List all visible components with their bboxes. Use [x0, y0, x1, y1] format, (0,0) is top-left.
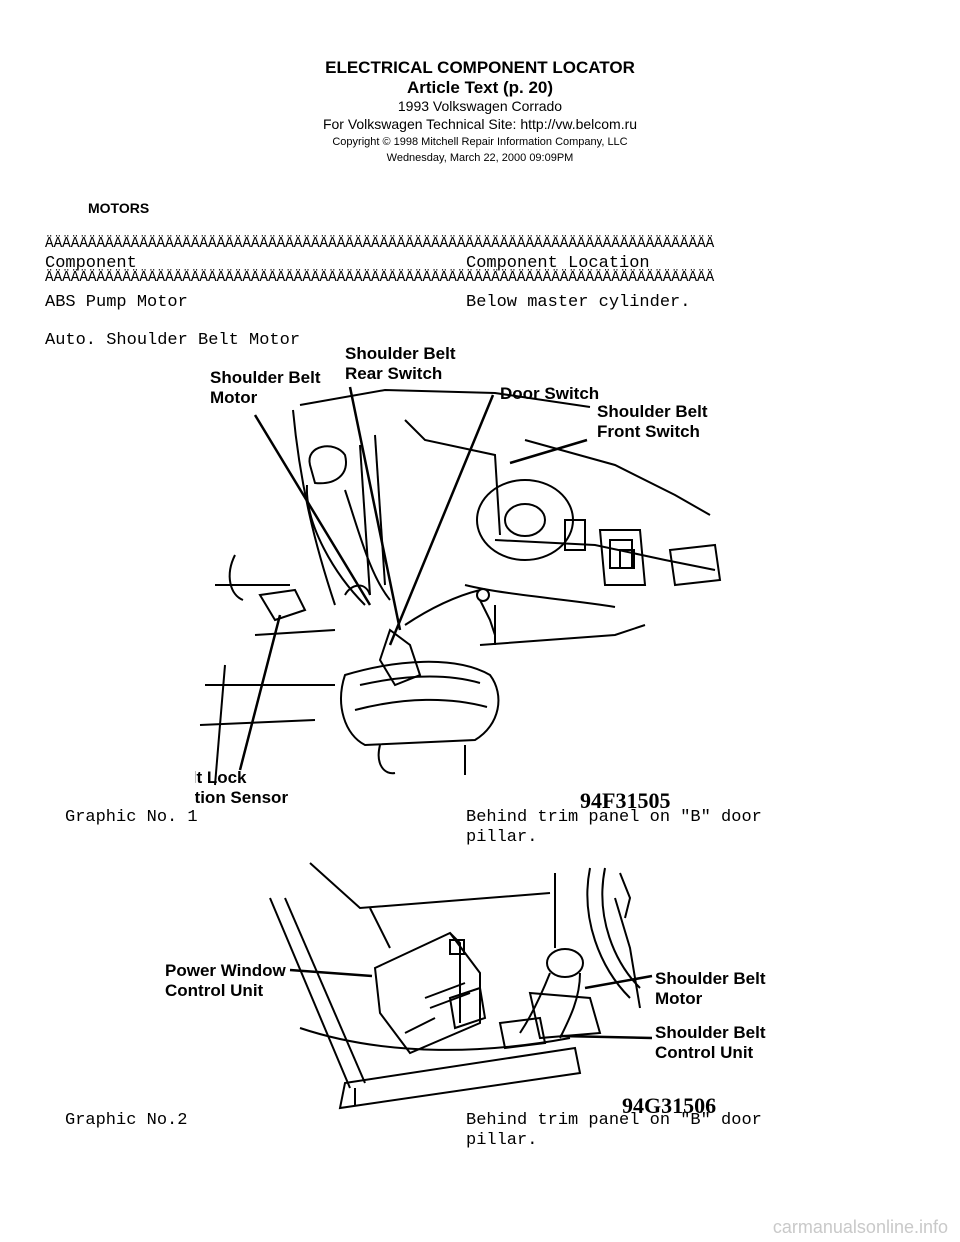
- table-row-location: Below master cylinder.: [466, 293, 691, 312]
- figure2-location: Behind trim panel on "B" door: [466, 1111, 762, 1130]
- table-header-component: Component: [45, 254, 137, 273]
- figure1-caption: Graphic No. 1: [65, 808, 198, 827]
- label-rear-switch: Rear Switch: [345, 364, 442, 383]
- label-belt-lock-sensor: Belt Lock: [195, 768, 247, 787]
- figure1-location: pillar.: [466, 828, 538, 847]
- label-belt-control-unit: Control Unit: [655, 1043, 754, 1062]
- label-front-switch: Front Switch: [597, 422, 700, 441]
- label-power-window-unit: Power Window: [165, 961, 287, 980]
- label-door-switch: Door Switch: [500, 384, 599, 403]
- figure2-id: 94G31506: [622, 1093, 716, 1118]
- label-rear-switch: Shoulder Belt: [345, 345, 456, 363]
- label-belt-motor: Motor: [210, 388, 258, 407]
- figure1-location: Behind trim panel on "B" door: [466, 808, 762, 827]
- label-belt-motor: Shoulder Belt: [655, 969, 766, 988]
- figure1-diagram: Shoulder Belt Motor Shoulder Belt Rear S…: [195, 345, 722, 810]
- doc-subtitle: Article Text (p. 20): [406, 78, 554, 97]
- table-rule-top: ÄÄÄÄÄÄÄÄÄÄÄÄÄÄÄÄÄÄÄÄÄÄÄÄÄÄÄÄÄÄÄÄÄÄÄÄÄÄÄÄ…: [45, 236, 715, 252]
- label-power-window-unit: Control Unit: [165, 981, 264, 1000]
- table-header-location: Component Location: [466, 254, 650, 273]
- figure2-location: pillar.: [466, 1131, 538, 1150]
- doc-date: Wednesday, March 22, 2000 09:09PM: [386, 152, 574, 164]
- label-front-switch: Shoulder Belt: [597, 402, 708, 421]
- figure2-caption: Graphic No.2: [65, 1111, 188, 1130]
- watermark-text: carmanualsonline.info: [772, 1217, 948, 1237]
- label-belt-motor: Shoulder Belt: [210, 368, 321, 387]
- label-belt-lock-sensor: Motion Sensor: [195, 788, 288, 807]
- label-belt-motor: Motor: [655, 989, 703, 1008]
- label-belt-control-unit: Shoulder Belt: [655, 1023, 766, 1042]
- figure2-diagram: Power Window Control Unit Shoulder Belt …: [165, 862, 766, 1118]
- table-row-component: Auto. Shoulder Belt Motor: [45, 331, 301, 350]
- doc-title: ELECTRICAL COMPONENT LOCATOR: [325, 58, 635, 77]
- figure1-id: 94F31505: [580, 788, 670, 810]
- table-rule-bottom: ÄÄÄÄÄÄÄÄÄÄÄÄÄÄÄÄÄÄÄÄÄÄÄÄÄÄÄÄÄÄÄÄÄÄÄÄÄÄÄÄ…: [45, 270, 715, 286]
- doc-copyright: Copyright © 1998 Mitchell Repair Informa…: [332, 136, 628, 148]
- doc-site: For Volkswagen Technical Site: http://vw…: [322, 116, 638, 132]
- section-title: MOTORS: [88, 200, 150, 216]
- table-row-component: ABS Pump Motor: [45, 293, 188, 312]
- doc-vehicle: 1993 Volkswagen Corrado: [397, 98, 563, 114]
